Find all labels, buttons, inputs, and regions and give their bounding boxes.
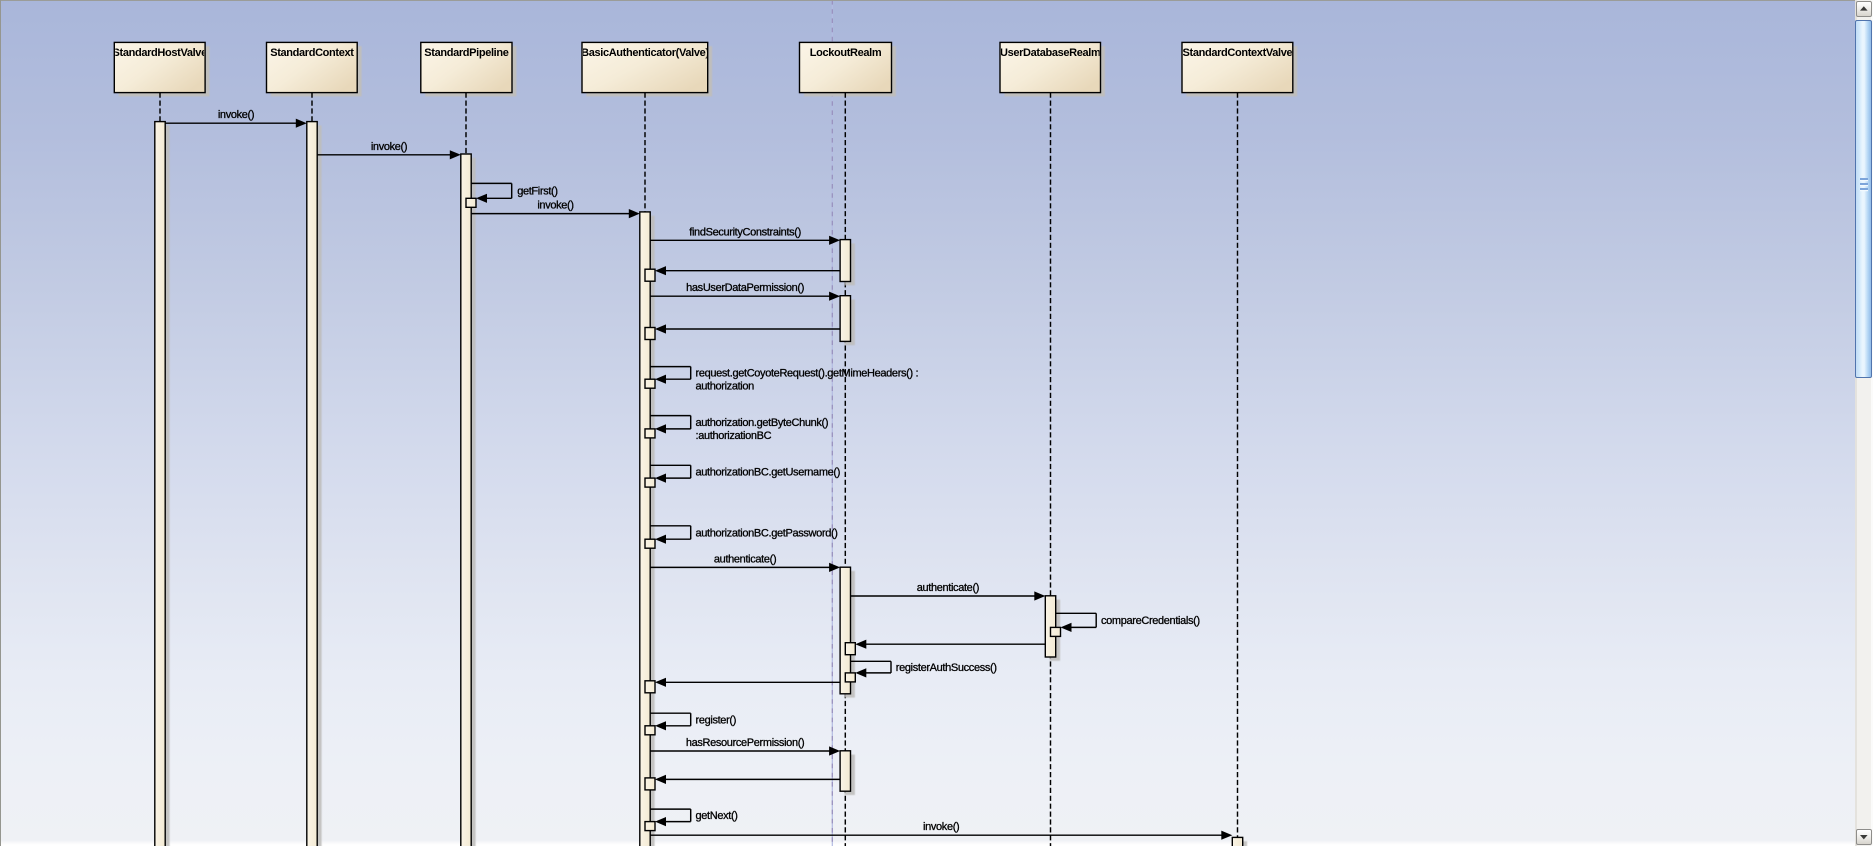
svg-text:StandardHostValve: StandardHostValve [113, 47, 208, 59]
svg-text:request.getCoyoteRequest().get: request.getCoyoteRequest().getMimeHeader… [696, 368, 919, 380]
svg-text:authorizationBC.getPassword(): authorizationBC.getPassword() [696, 527, 838, 539]
svg-text:hasUserDataPermission(): hasUserDataPermission() [686, 282, 804, 294]
svg-text:getNext(): getNext() [696, 810, 738, 822]
svg-text:compareCredentials(): compareCredentials() [1101, 615, 1200, 627]
svg-text:StandardContextValve: StandardContextValve [1183, 47, 1293, 59]
svg-text:hasResourcePermission(): hasResourcePermission() [686, 737, 805, 749]
svg-text:UserDatabaseRealm: UserDatabaseRealm [1000, 47, 1101, 59]
svg-text:getFirst(): getFirst() [517, 186, 558, 198]
svg-text:authenticate(): authenticate() [917, 582, 979, 594]
svg-text:registerAuthSuccess(): registerAuthSuccess() [896, 662, 997, 674]
svg-text:authenticate(): authenticate() [714, 553, 776, 565]
svg-text:invoke(): invoke() [923, 821, 959, 833]
svg-text:BasicAuthenticator(Valve): BasicAuthenticator(Valve) [581, 47, 709, 59]
svg-text::authorizationBC: :authorizationBC [696, 430, 772, 442]
svg-text:invoke(): invoke() [371, 141, 407, 153]
svg-text:LockoutRealm: LockoutRealm [810, 47, 882, 59]
svg-text:invoke(): invoke() [537, 200, 573, 212]
svg-text:register(): register() [696, 714, 737, 726]
svg-text:StandardPipeline: StandardPipeline [424, 47, 508, 59]
svg-text:authorization.getByteChunk(): authorization.getByteChunk() [696, 417, 829, 429]
svg-text:authorizationBC.getUsername(): authorizationBC.getUsername() [696, 467, 841, 479]
svg-text:authorization: authorization [696, 380, 755, 392]
svg-text:findSecurityConstraints(): findSecurityConstraints() [689, 226, 801, 238]
svg-text:StandardContext: StandardContext [270, 47, 354, 59]
svg-text:invoke(): invoke() [218, 109, 254, 121]
